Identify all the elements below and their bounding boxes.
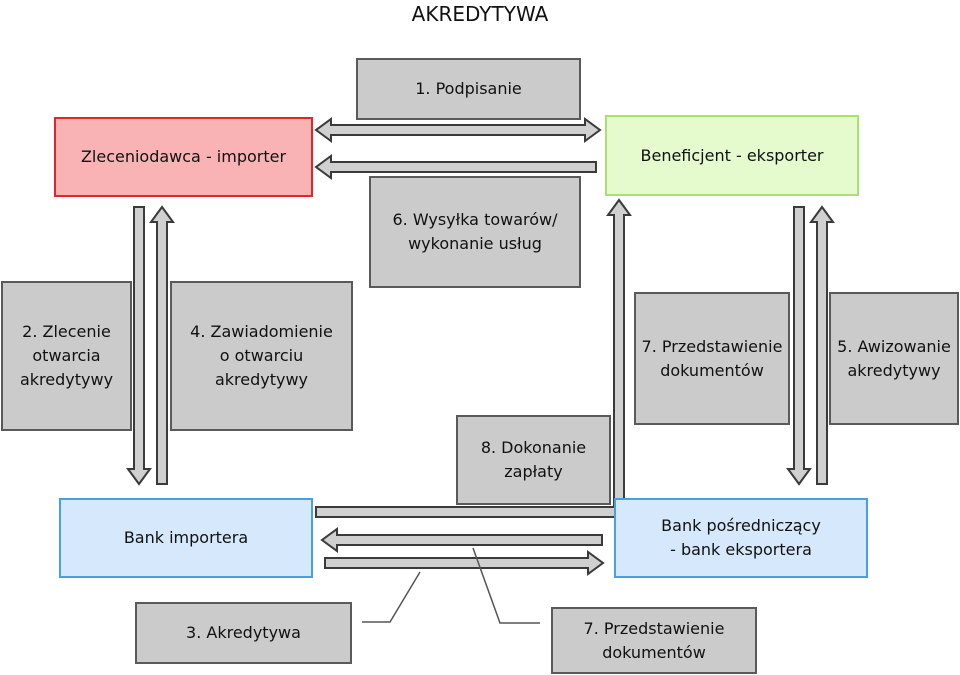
party-importer: Zleceniodawca - importer bbox=[54, 117, 313, 197]
party-importer-bank: Bank importera bbox=[59, 498, 313, 578]
step-6-shipment: 6. Wysyłka towarów/ wykonanie usług bbox=[369, 176, 581, 288]
step-4-notification: 4. Zawiadomienie o otwarciu akredytywy bbox=[170, 281, 353, 431]
step-1-signing: 1. Podpisanie bbox=[356, 58, 581, 120]
arrow-advising-down bbox=[786, 206, 812, 486]
arrow-order-down bbox=[126, 206, 152, 486]
arrow-notification-up bbox=[149, 205, 175, 485]
step-2-order: 2. Zlecenie otwarcia akredytywy bbox=[1, 281, 132, 431]
arrow-documents-up bbox=[809, 205, 835, 485]
connector-step-7 bbox=[472, 547, 540, 624]
step-3-letter-of-credit: 3. Akredytywa bbox=[135, 602, 352, 664]
step-5-advising: 5. Awizowanie akredytywy bbox=[829, 292, 959, 425]
party-exporter: Beneficjent - eksporter bbox=[605, 115, 859, 196]
step-7-documents-bottom: 7. Przedstawienie dokumentów bbox=[551, 607, 757, 674]
step-7-documents-right: 7. Przedstawienie dokumentów bbox=[634, 292, 790, 425]
arrow-credit-to-exporter-bank bbox=[324, 550, 605, 576]
arrow-payment bbox=[315, 198, 632, 518]
step-8-payment: 8. Dokonanie zapłaty bbox=[456, 415, 611, 505]
party-exporter-bank: Bank pośredniczący - bank eksportera bbox=[614, 498, 868, 578]
connector-step-3 bbox=[362, 571, 421, 623]
arrow-documents-to-importer-bank bbox=[320, 527, 603, 553]
diagram-title: AKREDYTYWA bbox=[411, 2, 549, 26]
double-arrow-signing bbox=[314, 117, 602, 143]
arrow-shipment-to-importer bbox=[314, 154, 597, 180]
